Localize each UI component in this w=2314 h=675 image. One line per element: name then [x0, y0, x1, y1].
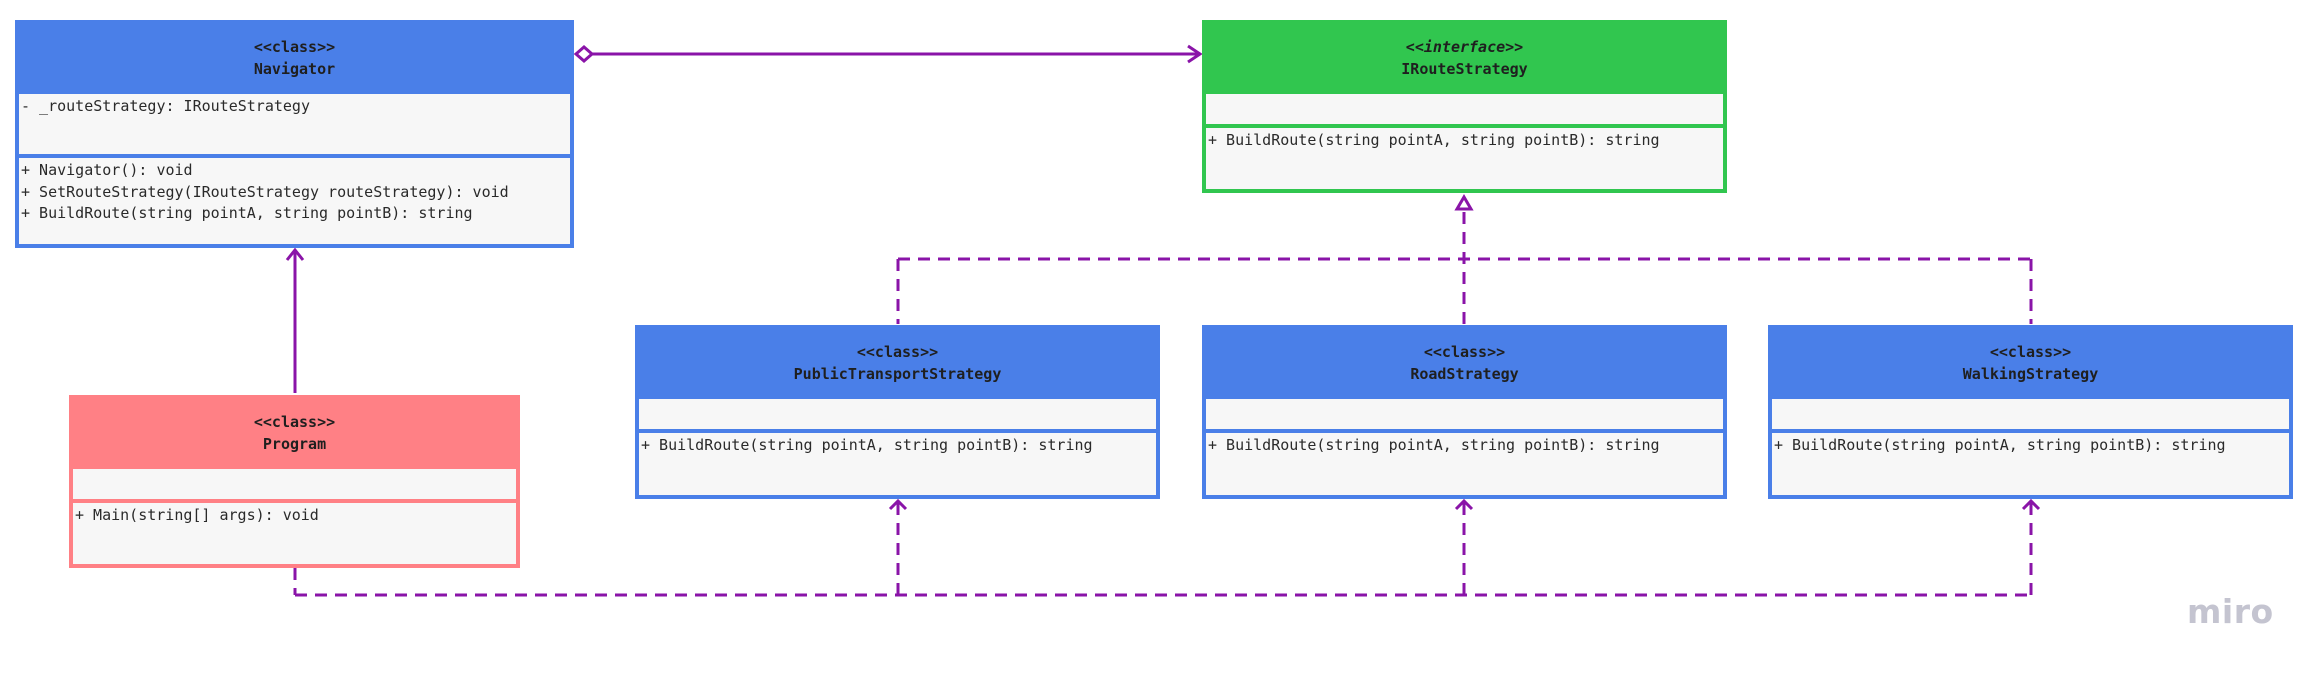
- aggregation-diamond: [573, 45, 595, 63]
- attribute-line: - _routeStrategy: IRouteStrategy: [21, 97, 310, 115]
- method-line: + BuildRoute(string pointA, string point…: [21, 204, 473, 222]
- class-name: Program: [262, 435, 327, 453]
- class-header: <<interface>> IRouteStrategy: [1206, 24, 1723, 94]
- methods-section: + Main(string[] args): void: [73, 503, 516, 527]
- class-stereotype: <<class>>: [1423, 343, 1506, 361]
- class-publictransportstrategy[interactable]: <<class>> PublicTransportStrategy + Buil…: [635, 325, 1160, 499]
- method-line: + BuildRoute(string pointA, string point…: [641, 436, 1093, 454]
- class-roadstrategy[interactable]: <<class>> RoadStrategy + BuildRoute(stri…: [1202, 325, 1727, 499]
- class-stereotype: <<class>>: [1989, 343, 2072, 361]
- dependency-arrowhead-public: [888, 498, 908, 511]
- attributes-section: [73, 469, 516, 503]
- methods-section: + Navigator(): void + SetRouteStrategy(IR…: [19, 158, 570, 225]
- attributes-section: [639, 399, 1156, 433]
- attributes-section: [1206, 94, 1723, 128]
- dependency-arrowhead-walking: [2021, 498, 2041, 511]
- method-line: + BuildRoute(string pointA, string point…: [1208, 131, 1660, 149]
- aggregation-arrowhead: [1187, 44, 1203, 64]
- class-name: WalkingStrategy: [1962, 365, 2099, 383]
- realization-triangle: [1454, 194, 1474, 211]
- miro-logo: miro: [2187, 592, 2274, 631]
- interface-iroutestrategy[interactable]: <<interface>> IRouteStrategy + BuildRout…: [1202, 20, 1727, 193]
- class-header: <<class>> Navigator: [19, 24, 570, 94]
- association-arrowhead: [285, 247, 305, 261]
- class-name: Navigator: [253, 60, 336, 78]
- class-walkingstrategy[interactable]: <<class>> WalkingStrategy + BuildRoute(s…: [1768, 325, 2293, 499]
- methods-section: + BuildRoute(string pointA, string point…: [639, 433, 1156, 457]
- class-header: <<class>> WalkingStrategy: [1772, 329, 2289, 399]
- class-stereotype: <<class>>: [856, 343, 939, 361]
- class-program[interactable]: <<class>> Program + Main(string[] args):…: [69, 395, 520, 568]
- class-navigator[interactable]: <<class>> Navigator - _routeStrategy: IR…: [15, 20, 574, 248]
- interface-stereotype: <<interface>>: [1405, 38, 1524, 56]
- methods-section: + BuildRoute(string pointA, string point…: [1206, 128, 1723, 152]
- class-name: RoadStrategy: [1410, 365, 1519, 383]
- class-name: PublicTransportStrategy: [793, 365, 1002, 383]
- class-stereotype: <<class>>: [253, 413, 336, 431]
- method-line: + Main(string[] args): void: [75, 506, 319, 524]
- class-stereotype: <<class>>: [253, 38, 336, 56]
- dependency-arrowhead-road: [1454, 498, 1474, 511]
- attributes-section: - _routeStrategy: IRouteStrategy: [19, 94, 570, 158]
- method-line: + SetRouteStrategy(IRouteStrategy routeS…: [21, 182, 509, 201]
- class-header: <<class>> RoadStrategy: [1206, 329, 1723, 399]
- class-header: <<class>> Program: [73, 399, 516, 469]
- attributes-section: [1206, 399, 1723, 433]
- class-name: IRouteStrategy: [1401, 60, 1528, 78]
- method-line: + BuildRoute(string pointA, string point…: [1208, 436, 1660, 454]
- methods-section: + BuildRoute(string pointA, string point…: [1206, 433, 1723, 457]
- methods-section: + BuildRoute(string pointA, string point…: [1772, 433, 2289, 457]
- method-line: + Navigator(): void: [21, 161, 193, 179]
- method-line: + BuildRoute(string pointA, string point…: [1774, 436, 2226, 454]
- class-header: <<class>> PublicTransportStrategy: [639, 329, 1156, 399]
- attributes-section: [1772, 399, 2289, 433]
